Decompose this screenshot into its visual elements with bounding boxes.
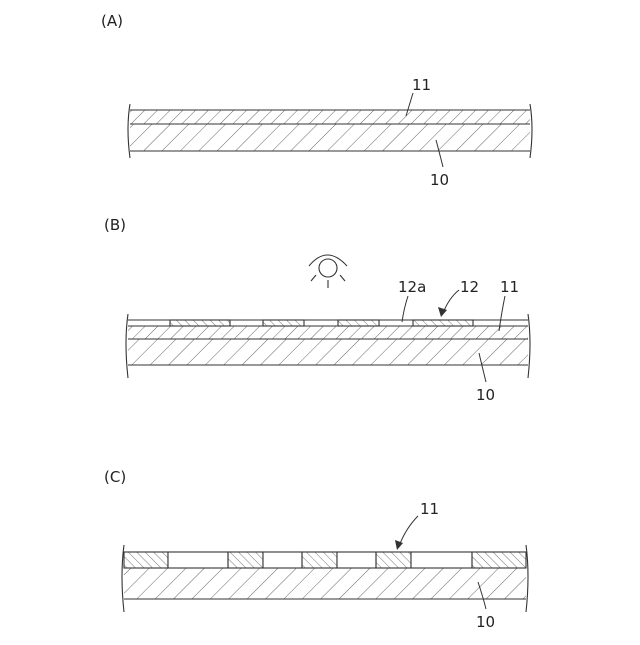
panel-c: (C) 11 10 xyxy=(104,468,528,631)
panel-c-layer-10 xyxy=(124,568,526,599)
panel-b-layer-10 xyxy=(128,339,528,365)
panel-b-ref-10: 10 xyxy=(476,386,495,404)
panel-b-layer-11 xyxy=(128,326,528,339)
panel-c-layer-11-segment xyxy=(228,552,263,568)
panel-b-ref-12: 12 xyxy=(460,278,479,296)
panel-c-ref-11: 11 xyxy=(420,500,439,518)
panel-c-arrow-11 xyxy=(395,516,418,550)
panel-b-ref-11: 11 xyxy=(500,278,519,296)
panel-b-ref-12a: 12a xyxy=(398,278,426,296)
panel-a-layer-10 xyxy=(130,124,530,151)
panel-a-break-right xyxy=(530,104,532,158)
panel-a-layer-11 xyxy=(130,110,530,124)
panel-b-leader-12a xyxy=(402,296,408,322)
panel-b-break-right xyxy=(528,314,530,378)
panel-c-layer-11-segment xyxy=(302,552,337,568)
panel-c-layer-11-gap xyxy=(263,552,302,568)
panel-b-mask-segment xyxy=(263,320,304,326)
panel-c-layer-11-gap xyxy=(337,552,376,568)
panel-b-mask-segment xyxy=(338,320,379,326)
panel-b-mask-segment xyxy=(413,320,473,326)
panel-c-ref-10: 10 xyxy=(476,613,495,631)
panel-b-arrow-12 xyxy=(438,290,459,317)
panel-b: (B) 12a 12 11 10 xyxy=(104,216,530,404)
light-source-icon xyxy=(309,255,347,288)
panel-c-layer-11-segment xyxy=(376,552,411,568)
panel-a-label: (A) xyxy=(101,12,123,30)
panel-c-layer-11-gap xyxy=(411,552,472,568)
panel-b-mask-segment xyxy=(170,320,230,326)
panel-a-ref-11: 11 xyxy=(412,76,431,94)
panel-b-break-left xyxy=(126,314,128,378)
panel-a-ref-10: 10 xyxy=(430,171,449,189)
panel-c-label: (C) xyxy=(104,468,126,486)
panel-a: (A) 11 10 xyxy=(101,12,532,189)
panel-a-break-left xyxy=(128,104,130,158)
panel-b-label: (B) xyxy=(104,216,126,234)
panel-c-layer-11-segment xyxy=(472,552,526,568)
panel-c-layer-11-segment xyxy=(124,552,168,568)
panel-c-layer-11-gap xyxy=(168,552,228,568)
